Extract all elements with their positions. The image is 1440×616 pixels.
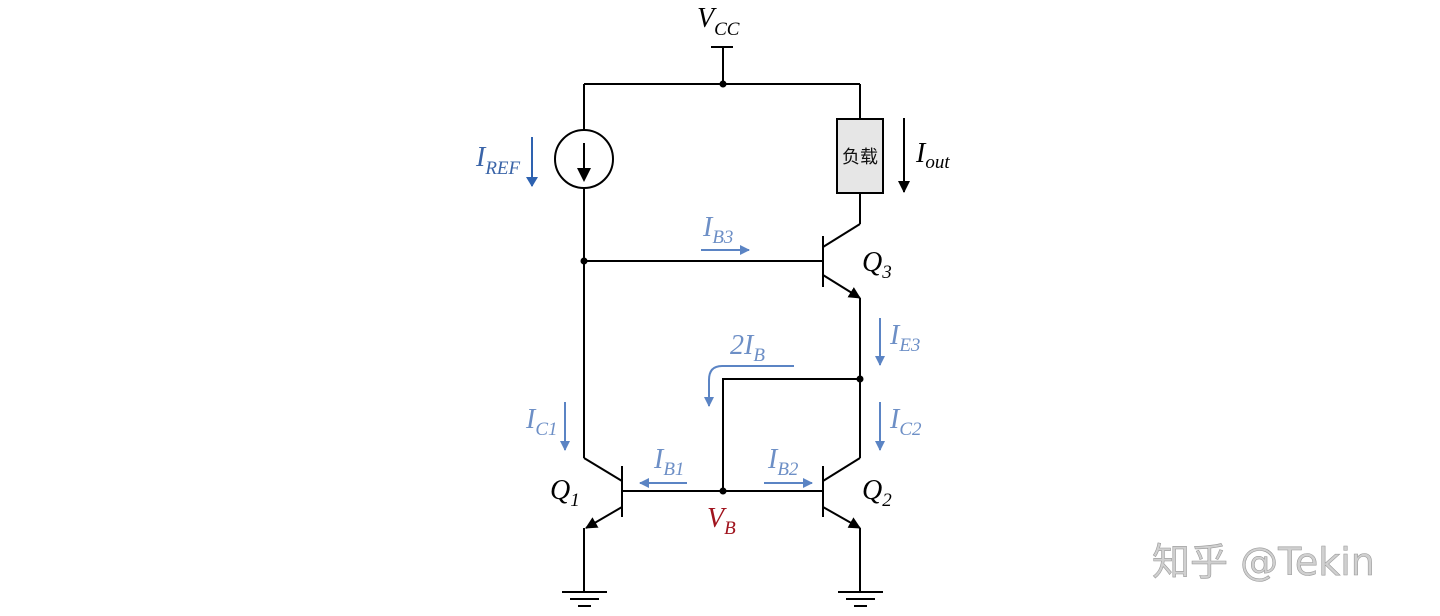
vb-junction-dot [719, 487, 727, 495]
feedback-wire [722, 378, 860, 491]
vcc-terminal [711, 46, 733, 84]
vcc-label: VCC [697, 3, 740, 40]
ground-icon [838, 591, 883, 607]
q3-label: Q3 [862, 247, 892, 283]
ib3-label: IB3 [702, 212, 733, 248]
current-source [554, 129, 614, 189]
ib1-label: IB1 [653, 444, 684, 480]
ic2-label: IC2 [889, 404, 922, 440]
load-resistor [836, 118, 884, 194]
vb-label: VB [707, 503, 736, 539]
ground-icon [562, 591, 607, 607]
two-ib-arrow [704, 365, 794, 407]
q2-label: Q2 [862, 475, 892, 511]
transistor-q2 [822, 457, 861, 529]
iref-label: IREF [475, 142, 521, 179]
ie3-label: IE3 [889, 320, 920, 356]
vcc-junction-dot [719, 80, 727, 88]
load-label: 负载 [842, 147, 878, 168]
two-ib-label: 2IB [730, 330, 765, 366]
watermark: 知乎 @Tekin [1152, 540, 1375, 584]
transistor-q3 [822, 223, 861, 299]
q1-label: Q1 [550, 475, 580, 511]
ib2-label: IB2 [767, 444, 799, 480]
ic1-label: IC1 [525, 404, 558, 440]
transistor-q1 [583, 457, 623, 529]
iout-label: Iout [915, 138, 950, 173]
